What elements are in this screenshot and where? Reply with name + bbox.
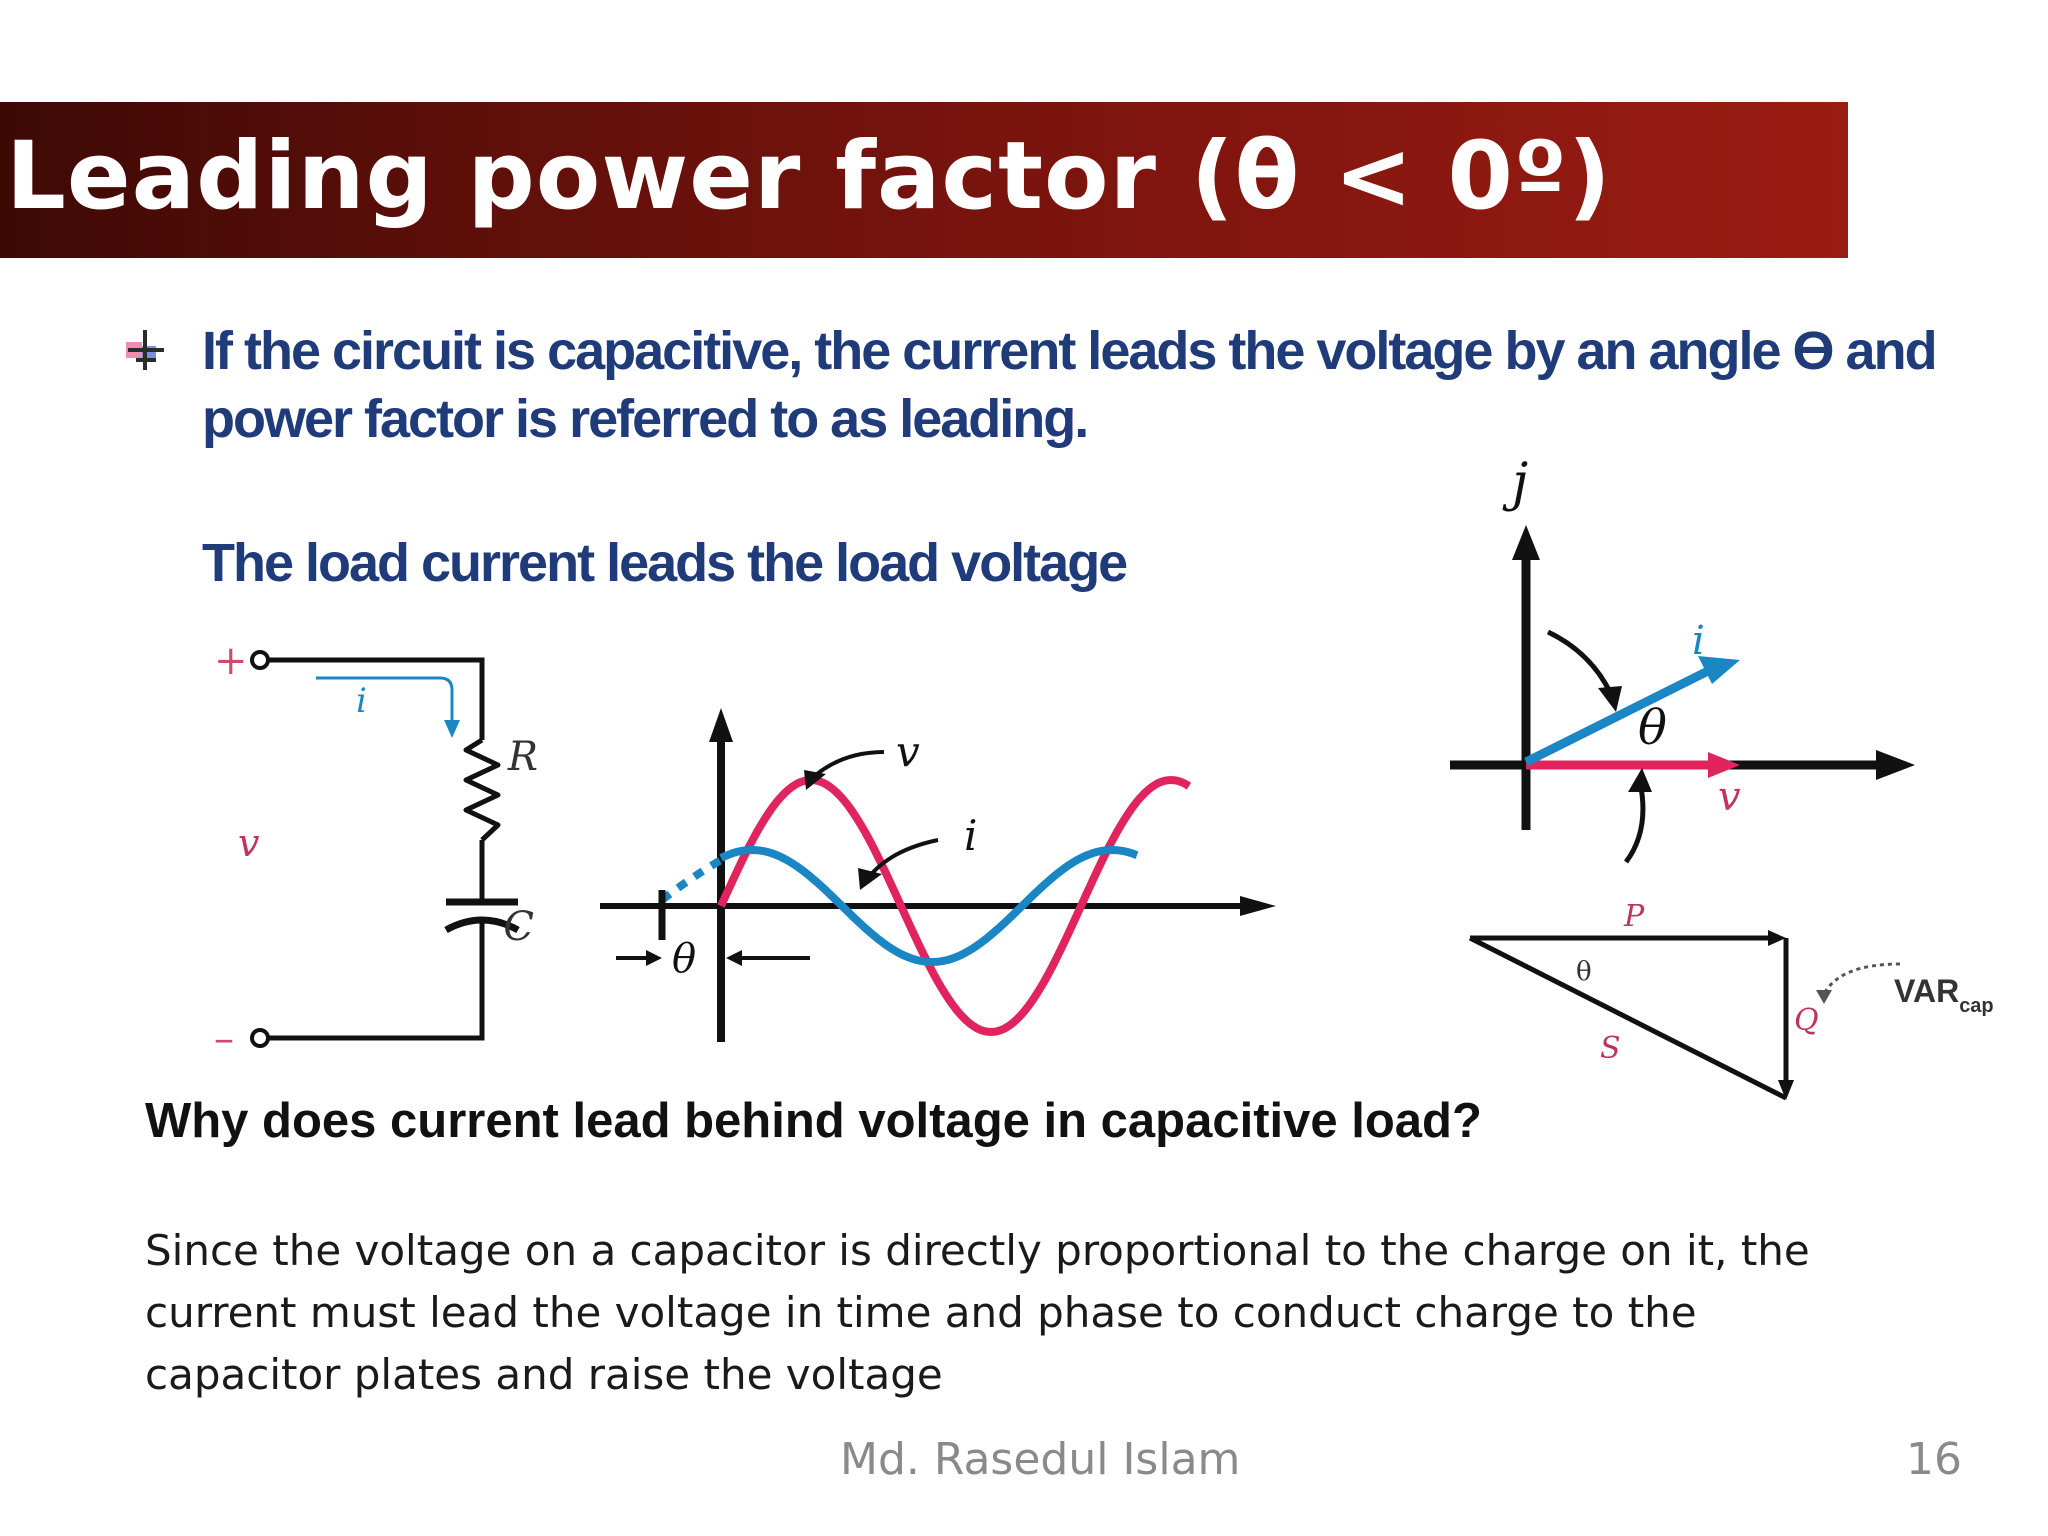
bullet-icon bbox=[126, 330, 164, 370]
current-waveform bbox=[719, 845, 1139, 967]
voltage-waveform bbox=[717, 776, 1192, 1036]
paragraph-line: Since the voltage on a capacitor is dire… bbox=[145, 1226, 1810, 1275]
waveform-i-label: i bbox=[964, 811, 977, 860]
question-heading: Why does current lead behind voltage in … bbox=[145, 1094, 1482, 1148]
svg-text:VARcap: VARcap bbox=[1894, 973, 1994, 1017]
var-label: VAR bbox=[1894, 973, 1959, 1009]
current-label: i bbox=[356, 681, 367, 721]
resistor-symbol bbox=[463, 737, 501, 842]
voltage-label: v bbox=[238, 821, 260, 865]
waveform-diagram: v i θ bbox=[600, 708, 1276, 1042]
explanation-paragraph: Since the voltage on a capacitor is dire… bbox=[145, 1220, 1810, 1406]
capacitor-label: C bbox=[503, 904, 534, 950]
phasor-j-label: j bbox=[1502, 453, 1528, 513]
slide-title: Leading power factor (θ < 0º) bbox=[6, 122, 1612, 231]
paragraph-line: capacitor plates and raise the voltage bbox=[145, 1350, 943, 1399]
phasor-diagram: j i θ v bbox=[1450, 453, 1915, 864]
phasor-v-label: v bbox=[1718, 774, 1741, 820]
footer-author: Md. Rasedul Islam bbox=[840, 1434, 1241, 1485]
minus-label: – bbox=[214, 1016, 234, 1062]
resistor-label: R bbox=[507, 734, 538, 780]
power-triangle: P θ S Q VARcap bbox=[1468, 899, 1994, 1101]
var-subscript: cap bbox=[1959, 995, 1993, 1017]
triangle-P-label: P bbox=[1623, 899, 1645, 934]
bullet-line-1: If the circuit is capacitive, the curren… bbox=[202, 321, 1938, 381]
triangle-theta-label: θ bbox=[1576, 957, 1592, 987]
current-phasor bbox=[1523, 665, 1713, 767]
waveform-v-label: v bbox=[896, 727, 920, 776]
waveform-theta-label: θ bbox=[672, 936, 696, 982]
subheading: The load current leads the load voltage bbox=[202, 533, 1128, 593]
page-number: 16 bbox=[1906, 1434, 1962, 1485]
triangle-S-label: S bbox=[1600, 1031, 1621, 1066]
triangle-Q-label: Q bbox=[1794, 1003, 1819, 1038]
plus-label: + bbox=[214, 638, 248, 684]
bullet-line-2: power factor is referred to as leading. bbox=[202, 389, 1089, 449]
phasor-i-label: i bbox=[1692, 618, 1705, 664]
phasor-theta-label: θ bbox=[1638, 700, 1667, 756]
circuit-diagram: + – i v R C bbox=[214, 638, 538, 1062]
title-bar bbox=[0, 102, 1848, 258]
paragraph-line: current must lead the voltage in time an… bbox=[145, 1288, 1697, 1337]
